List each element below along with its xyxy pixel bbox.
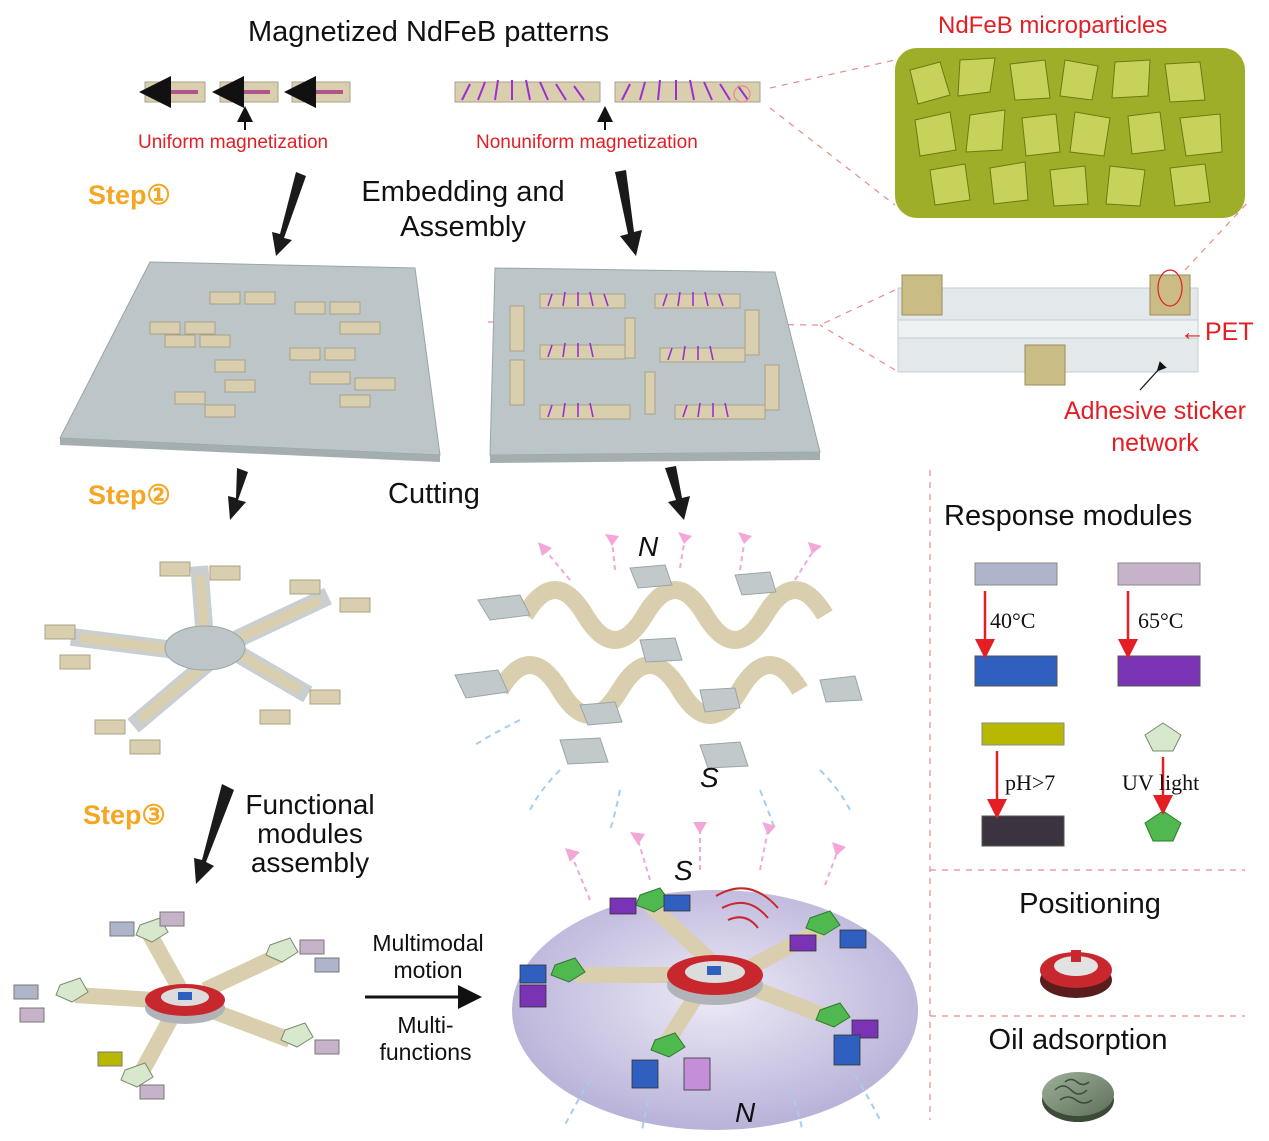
pet-cross-section [897,269,1199,391]
positioning-title: Positioning [1019,888,1161,920]
substrate-uniform [59,261,441,462]
response-stimulus-3: pH>7 [1005,770,1056,795]
functional-modules-label: Functional modules assembly [245,789,375,878]
module-after-4 [1144,810,1182,842]
step-1-label: Step① [88,180,171,210]
embedding-assembly-label: Embedding and Assembly [361,176,565,243]
nonuniform-magnetization-label: Nonuniform magnetization [476,132,698,153]
oil-adsorption-module [1042,1072,1114,1122]
cutting-label: Cutting [388,478,480,510]
module-before-2 [1117,562,1201,586]
multi-functions-label: Multi- functions [379,1012,472,1065]
star-robot-grey [44,561,371,755]
oil-adsorption-title: Oil adsorption [988,1024,1168,1056]
adhesive-sticker-label: Adhesive sticker network [1063,397,1247,457]
substrate-nonuniform [489,267,821,463]
response-stimulus-1: 40°C [990,608,1036,633]
multimodal-motion-label: Multimodal motion [372,930,484,983]
pet-label: ←PET [1180,318,1254,346]
pole-n-top: N [638,531,659,562]
functional-robot-scene [512,822,918,1131]
pole-s-bottom: S [674,855,693,886]
pole-n-bottom: N [735,1097,756,1128]
figure-title: Magnetized NdFeB patterns [248,16,610,48]
uniform-magnet-bars [139,76,351,130]
module-before-1 [974,562,1058,586]
pole-s-middle: S [700,762,719,793]
module-before-4 [1144,722,1182,752]
response-stimulus-2: 65°C [1138,608,1184,633]
nonuniform-magnet-bars [454,79,761,130]
module-after-1 [974,655,1058,687]
module-after-2 [1117,655,1201,687]
module-after-3 [981,815,1065,847]
uniform-magnetization-label: Uniform magnetization [138,132,329,153]
microparticles-label: NdFeB microparticles [938,12,1168,39]
response-stimulus-4: UV light [1122,770,1200,795]
microparticles-image [895,48,1245,218]
positioning-module [1040,950,1112,998]
module-before-3 [981,722,1065,746]
assembled-robot [13,911,340,1100]
response-modules-title: Response modules [944,500,1193,532]
wavy-robot [454,532,863,831]
response-modules-art [974,562,1201,847]
step-2-label: Step② [88,480,171,510]
step-3-label: Step③ [83,800,166,830]
process-arrows [194,170,690,1009]
